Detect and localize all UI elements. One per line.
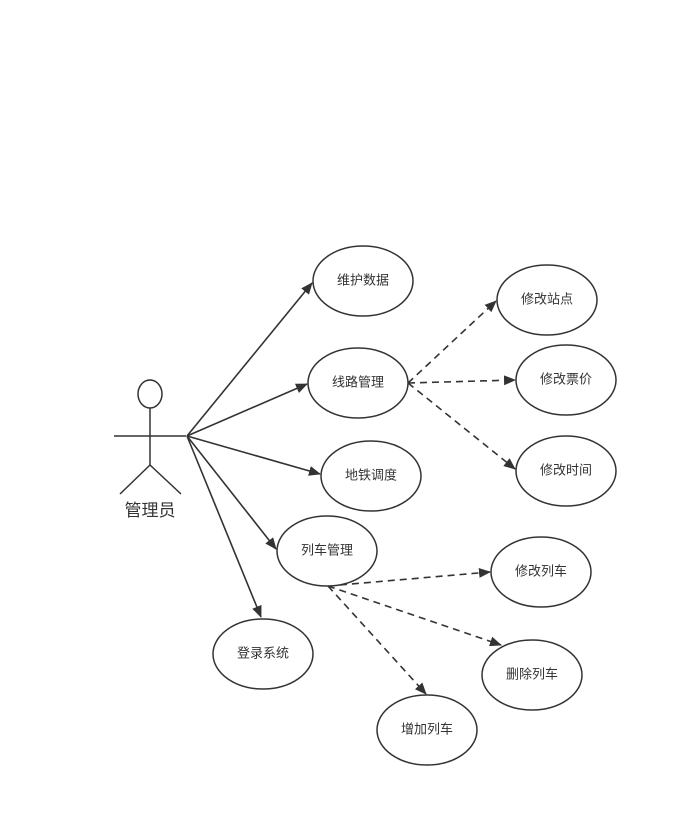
usecase-ellipse — [490, 536, 592, 608]
actor-right-leg — [149, 464, 182, 495]
actor-admin: 管理员 — [114, 379, 186, 521]
usecase-line-management: 线路管理 — [307, 347, 409, 419]
actor-head — [137, 379, 163, 409]
usecase-label: 删除列车 — [506, 667, 558, 683]
usecase-label: 修改票价 — [540, 373, 592, 388]
usecase-train-management: 列车管理 — [276, 515, 378, 587]
assoc-login-system — [186, 435, 262, 618]
dep-modify-train — [327, 567, 491, 587]
usecase-label: 登录系统 — [237, 647, 289, 662]
usecase-label: 列车管理 — [301, 543, 353, 559]
usecase-metro-dispatch: 地铁调度 — [320, 440, 422, 512]
usecase-label: 线路管理 — [332, 375, 384, 391]
dependencies — [327, 300, 516, 695]
usecase-ellipse — [515, 344, 617, 416]
usecase-modify-time: 修改时间 — [515, 435, 617, 507]
assoc-train-management — [186, 435, 277, 550]
actor-left-leg — [119, 464, 151, 495]
usecase-modify-train: 修改列车 — [490, 536, 592, 608]
usecase-ellipse — [376, 694, 478, 766]
usecase-add-train: 增加列车 — [376, 694, 478, 766]
usecase-ellipse — [307, 347, 409, 419]
usecase-label: 修改时间 — [540, 464, 592, 479]
actor-label: 管理员 — [125, 501, 176, 521]
usecase-ellipse — [515, 435, 617, 507]
usecase-label: 修改列车 — [515, 564, 567, 580]
usecase-ellipse — [320, 440, 422, 512]
usecase-label: 维护数据 — [337, 274, 389, 289]
usecase-modify-fare: 修改票价 — [515, 344, 617, 416]
usecase-delete-train: 删除列车 — [481, 639, 583, 711]
usecase-ellipse — [481, 639, 583, 711]
assoc-metro-dispatch — [186, 435, 321, 476]
usecase-ellipse — [276, 515, 378, 587]
dep-add-train — [327, 585, 427, 695]
dep-modify-fare — [407, 375, 516, 386]
usecase-label: 地铁调度 — [345, 468, 397, 484]
associations — [186, 282, 321, 618]
usecase-modify-station: 修改站点 — [496, 264, 598, 336]
usecase-ellipse — [212, 618, 314, 690]
assoc-line-management — [186, 383, 308, 437]
dep-modify-time — [407, 382, 516, 470]
assoc-maintain-data — [186, 282, 313, 437]
usecase-login-system: 登录系统 — [212, 618, 314, 690]
dep-modify-station — [407, 300, 497, 384]
usecase-label: 修改站点 — [521, 293, 573, 308]
usecase-ellipse — [496, 264, 598, 336]
usecase-ellipse — [312, 245, 414, 317]
usecase-label: 增加列车 — [401, 722, 453, 738]
usecase-maintain-data: 维护数据 — [312, 245, 414, 317]
dep-delete-train — [327, 585, 502, 647]
